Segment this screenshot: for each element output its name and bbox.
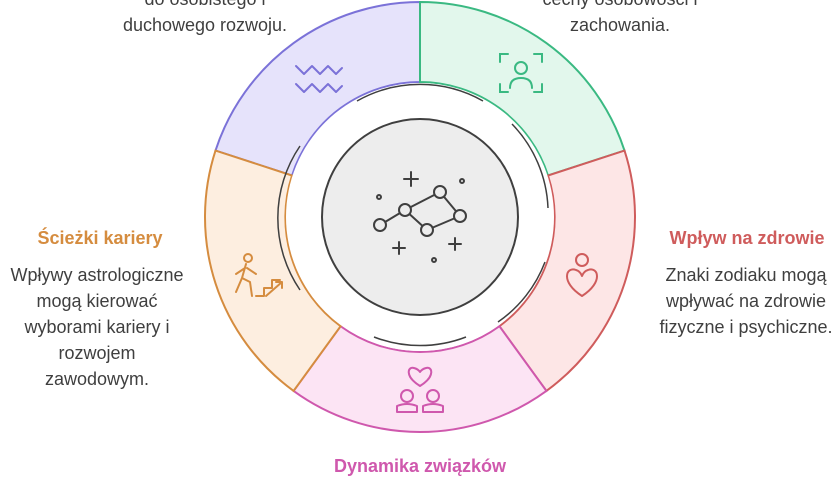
inner-arc-top-right (511, 123, 549, 209)
career-title: Ścieżki kariery (37, 228, 163, 248)
wave-icon (295, 65, 343, 93)
heart-person-icon (566, 253, 598, 297)
inner-arc-right (497, 261, 546, 323)
segment-relationships (292, 324, 548, 433)
relationships-title: Dynamika związków (333, 456, 507, 476)
climbing-stairs-icon (235, 253, 283, 297)
career-description: Wpływy astrologiczne mogą kierować wybor… (10, 265, 184, 389)
personality-description: cechy osobowości i zachowania. (542, 0, 697, 35)
health-title: Wpływ na zdrowie (669, 228, 825, 248)
inner-arc-top (356, 83, 484, 102)
inner-arc-left (277, 145, 301, 291)
couple-heart-icon (396, 366, 444, 413)
spiritual-description: do osobistego i duchowego rozwoju. (122, 0, 288, 35)
inner-arc-bottom (373, 336, 467, 347)
segment-health (498, 149, 636, 393)
center-hub (321, 118, 519, 316)
segment-career (204, 149, 342, 393)
segment-personality (419, 0, 626, 177)
person-frame-icon (499, 53, 543, 93)
health-description: Znaki zodiaku mogą wpływać na zdrowie fi… (659, 265, 833, 337)
constellation-icon (373, 171, 467, 263)
